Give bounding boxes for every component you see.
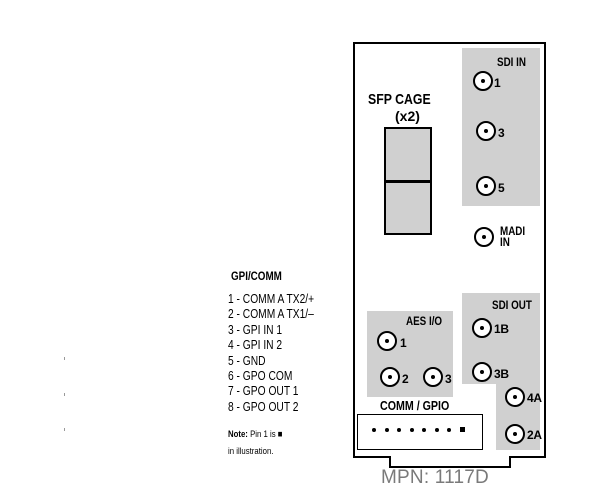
sdi-out-title: SDI OUT xyxy=(492,298,532,312)
aes-1-label: 1 xyxy=(400,336,407,350)
comm-pin xyxy=(397,428,401,432)
sdi-out-1b-label: 1B xyxy=(494,322,509,336)
mpn-label: MPN: 1117D xyxy=(381,467,489,488)
madi-line1: MADI xyxy=(500,224,526,238)
comm-pin xyxy=(434,428,439,432)
sdi-in-5-connector-icon xyxy=(476,176,496,196)
comm-gpio-title: COMM / GPIO xyxy=(380,398,450,413)
comm-pin xyxy=(447,428,451,432)
stray-mark xyxy=(64,393,65,396)
comm-gpio-connector xyxy=(357,414,483,450)
aes-1-connector-icon xyxy=(377,331,397,351)
aes-3-connector-icon xyxy=(423,367,443,387)
pin-note-line2: in illustration. xyxy=(228,446,274,457)
gpi-pin-5: 5 - GND xyxy=(228,353,266,368)
sdi-out-4a-connector-icon xyxy=(505,387,525,407)
sdi-out-2a-connector-icon xyxy=(505,424,525,444)
stray-mark xyxy=(64,357,65,360)
sdi-out-3b-connector-icon xyxy=(472,362,492,382)
sfp-cage-divider xyxy=(384,180,432,183)
aes-3-label: 3 xyxy=(445,372,452,386)
madi-in-connector-icon xyxy=(474,227,494,247)
sdi-in-5-label: 5 xyxy=(498,181,505,195)
pin-note-text: Pin 1 is ■ xyxy=(250,429,283,440)
comm-pin xyxy=(409,428,414,432)
sdi-out-3b-label: 3B xyxy=(494,367,509,381)
sfp-cage-count: (x2) xyxy=(395,108,420,124)
comm-pin xyxy=(384,428,389,432)
madi-in-label: MADI IN xyxy=(500,224,526,249)
gpi-pin-list: 1 - COMM A TX2/+ 2 - COMM A TX1/– 3 - GP… xyxy=(228,292,333,415)
sdi-out-2a-label: 2A xyxy=(527,428,542,442)
comm-pin xyxy=(422,428,426,432)
sdi-out-1b-connector-icon xyxy=(472,318,492,338)
gpi-pin-4: 4 - GPI IN 2 xyxy=(228,338,283,353)
aes-2-connector-icon xyxy=(380,367,400,387)
gpi-pin-7: 7 - GPO OUT 1 xyxy=(228,384,299,399)
aes-io-title: AES I/O xyxy=(406,314,443,328)
stray-mark xyxy=(64,428,65,431)
sfp-cage-title: SFP CAGE xyxy=(368,91,431,108)
gpi-pin-3: 3 - GPI IN 1 xyxy=(228,322,283,337)
sdi-out-4a-label: 4A xyxy=(527,391,542,405)
pin-note-label: Note: xyxy=(228,429,248,440)
gpi-pin-6: 6 - GPO COM xyxy=(228,369,293,384)
aes-2-label: 2 xyxy=(402,372,409,386)
sdi-in-3-label: 3 xyxy=(498,126,505,140)
sdi-in-1-connector-icon xyxy=(473,71,493,91)
gpi-pin-2: 2 - COMM A TX1/– xyxy=(228,307,314,322)
sdi-in-1-label: 1 xyxy=(494,76,501,90)
sdi-in-title: SDI IN xyxy=(497,55,526,69)
gpi-pin-8: 8 - GPO OUT 2 xyxy=(228,399,299,414)
comm-pin-1-square xyxy=(459,427,465,432)
comm-pin xyxy=(372,428,376,432)
panel-tab xyxy=(389,456,511,468)
sdi-in-3-connector-icon xyxy=(476,121,496,141)
gpi-pin-1: 1 - COMM A TX2/+ xyxy=(228,292,315,306)
madi-line2: IN xyxy=(500,235,510,249)
pin-note: Note: Pin 1 is ■ xyxy=(228,429,282,440)
gpi-comm-title: GPI/COMM xyxy=(231,269,282,283)
